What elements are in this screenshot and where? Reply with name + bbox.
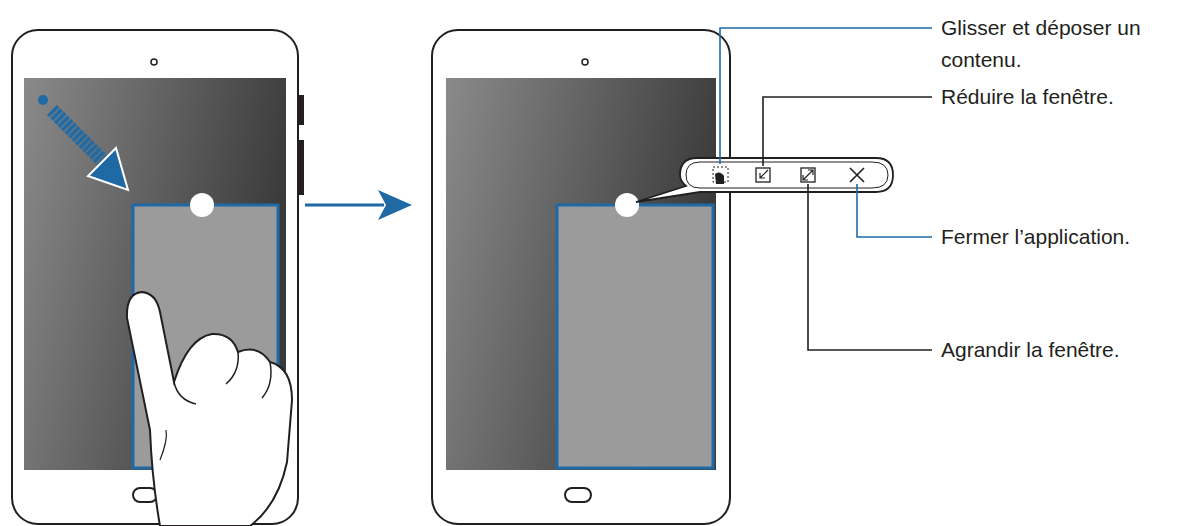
right-tablet bbox=[432, 30, 730, 524]
swipe-arrow bbox=[52, 110, 128, 190]
callout-label: Agrandir la fenêtre. bbox=[941, 334, 1203, 366]
callout-label: Glisser et déposer un contenu. bbox=[941, 12, 1203, 76]
callout-label: Fermer l’application. bbox=[941, 221, 1203, 253]
leader-lines bbox=[720, 28, 932, 350]
left-tablet bbox=[12, 30, 304, 526]
callout-label: Réduire la fenêtre. bbox=[941, 81, 1203, 113]
hand bbox=[127, 292, 292, 526]
window-toolbar bbox=[636, 158, 893, 202]
transition-arrow bbox=[305, 190, 412, 220]
